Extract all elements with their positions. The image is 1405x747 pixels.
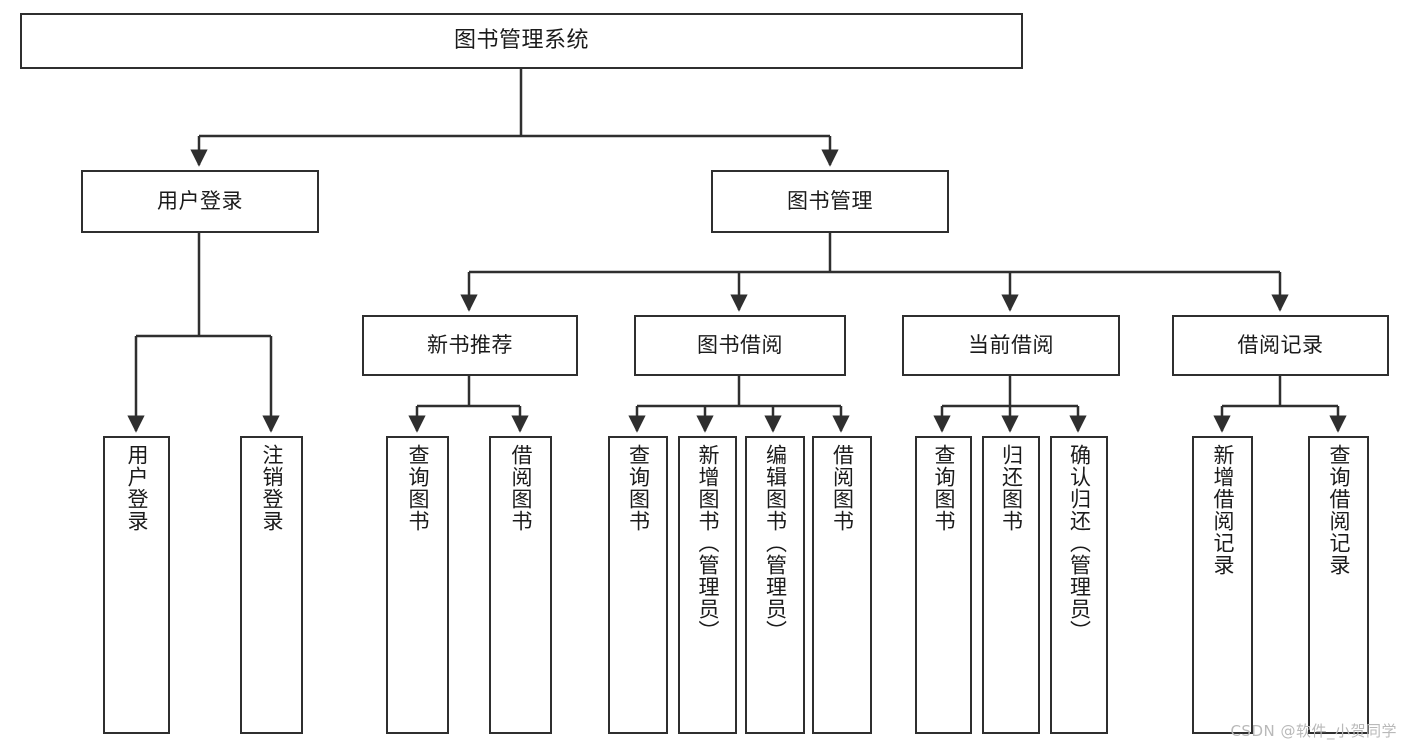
leaf-book-borrow-query[interactable]: 查询图书 xyxy=(608,436,668,734)
leaf-borrow-record-query-label: 查询借阅记录 xyxy=(1327,444,1351,576)
leaf-borrow-record-add[interactable]: 新增借阅记录 xyxy=(1192,436,1253,734)
leaf-user-login-login[interactable]: 用户登录 xyxy=(103,436,170,734)
node-user-login-label: 用户登录 xyxy=(157,189,243,214)
leaf-current-borrow-return[interactable]: 归还图书 xyxy=(982,436,1040,734)
node-root-system[interactable]: 图书管理系统 xyxy=(20,13,1023,69)
leaf-book-borrow-borrow[interactable]: 借阅图书 xyxy=(812,436,872,734)
node-book-borrow[interactable]: 图书借阅 xyxy=(634,315,846,376)
node-book-management[interactable]: 图书管理 xyxy=(711,170,949,233)
node-book-borrow-label: 图书借阅 xyxy=(697,333,783,358)
leaf-current-borrow-return-label: 归还图书 xyxy=(999,444,1024,532)
node-book-management-label: 图书管理 xyxy=(787,189,873,214)
node-borrow-record-label: 借阅记录 xyxy=(1237,333,1324,358)
leaf-borrow-record-add-label: 新增借阅记录 xyxy=(1211,444,1235,576)
leaf-current-borrow-query[interactable]: 查询图书 xyxy=(915,436,972,734)
leaf-user-login-logout[interactable]: 注销登录 xyxy=(240,436,303,734)
leaf-book-borrow-query-label: 查询图书 xyxy=(626,444,651,532)
leaf-book-borrow-edit-label: 编辑图书（管理员） xyxy=(763,444,788,642)
leaf-new-book-borrow[interactable]: 借阅图书 xyxy=(489,436,552,734)
node-new-book-recommend[interactable]: 新书推荐 xyxy=(362,315,578,376)
leaf-current-borrow-confirm-label: 确认归还（管理员） xyxy=(1067,444,1092,642)
leaf-user-login-login-label: 用户登录 xyxy=(125,444,149,532)
node-current-borrow-label: 当前借阅 xyxy=(968,333,1054,358)
node-new-book-recommend-label: 新书推荐 xyxy=(427,333,513,358)
leaf-current-borrow-query-label: 查询图书 xyxy=(932,444,956,532)
csdn-watermark: CSDN @软件_小贺同学 xyxy=(1230,722,1397,740)
leaf-new-book-query-label: 查询图书 xyxy=(406,444,430,532)
leaf-user-login-logout-label: 注销登录 xyxy=(260,444,284,532)
leaf-new-book-borrow-label: 借阅图书 xyxy=(509,444,533,532)
leaf-current-borrow-confirm[interactable]: 确认归还（管理员） xyxy=(1050,436,1108,734)
leaf-book-borrow-edit[interactable]: 编辑图书（管理员） xyxy=(745,436,805,734)
leaf-borrow-record-query[interactable]: 查询借阅记录 xyxy=(1308,436,1369,734)
leaf-new-book-query[interactable]: 查询图书 xyxy=(386,436,449,734)
leaf-book-borrow-borrow-label: 借阅图书 xyxy=(830,444,855,532)
leaf-book-borrow-add-label: 新增图书（管理员） xyxy=(696,444,720,642)
node-current-borrow[interactable]: 当前借阅 xyxy=(902,315,1120,376)
node-user-login[interactable]: 用户登录 xyxy=(81,170,319,233)
leaf-book-borrow-add[interactable]: 新增图书（管理员） xyxy=(678,436,737,734)
node-root-system-label: 图书管理系统 xyxy=(453,28,589,54)
node-borrow-record[interactable]: 借阅记录 xyxy=(1172,315,1389,376)
